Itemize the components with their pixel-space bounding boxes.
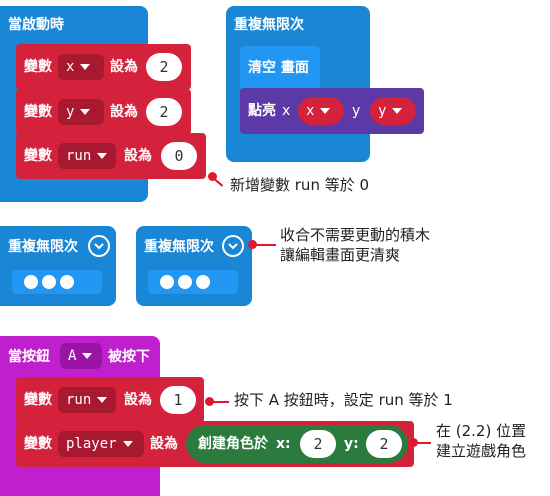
set-y-set-label: 設為 bbox=[110, 104, 138, 120]
var-dropdown-player[interactable]: player bbox=[58, 431, 144, 457]
annotation-create-line2: 建立遊戲角色 bbox=[436, 442, 527, 460]
var-dropdown-run-1[interactable]: run bbox=[58, 387, 116, 413]
chevron-down-icon bbox=[80, 109, 91, 115]
set-run-prefix: 變數 bbox=[24, 148, 52, 164]
var-dropdown-run-value: run bbox=[66, 148, 92, 164]
ellipsis-dot-icon bbox=[42, 275, 56, 289]
sprite-x-input[interactable]: 2 bbox=[300, 430, 336, 458]
set-player-set-label: 設為 bbox=[150, 436, 178, 452]
ellipsis-dot-icon bbox=[24, 275, 38, 289]
annotation-collapse-line1: 收合不需要更動的積木 bbox=[280, 226, 431, 244]
var-dropdown-y[interactable]: y bbox=[58, 99, 104, 125]
chevron-down-icon bbox=[320, 108, 331, 114]
clear-screen-label: 清空 畫面 bbox=[248, 60, 309, 76]
chevron-down-icon bbox=[392, 108, 403, 114]
chevron-down-icon bbox=[97, 397, 108, 403]
var-dropdown-y-value: y bbox=[66, 104, 75, 120]
on-button-suffix: 被按下 bbox=[108, 349, 150, 365]
ellipsis-dot-icon bbox=[60, 275, 74, 289]
var-dropdown-run[interactable]: run bbox=[58, 143, 116, 169]
var-dropdown-player-value: player bbox=[66, 436, 117, 452]
create-sprite-x-label: x: bbox=[276, 436, 291, 452]
annotation-press-a: 按下 A 按鈕時，設定 run 等於 1 bbox=[234, 391, 453, 409]
value-input-x[interactable]: 2 bbox=[146, 53, 182, 81]
expand-chevron-icon[interactable] bbox=[88, 235, 110, 257]
chevron-down-icon bbox=[122, 441, 133, 447]
var-dropdown-x[interactable]: x bbox=[58, 54, 104, 80]
on-start-label: 當啟動時 bbox=[8, 17, 64, 33]
value-input-run-1[interactable]: 1 bbox=[160, 386, 196, 414]
set-y-prefix: 變數 bbox=[24, 104, 52, 120]
expand-chevron-icon[interactable] bbox=[222, 235, 244, 257]
set-player-prefix: 變數 bbox=[24, 436, 52, 452]
chevron-down-icon bbox=[97, 153, 108, 159]
clear-screen-block[interactable] bbox=[240, 46, 320, 90]
var-dropdown-run-1-value: run bbox=[66, 392, 92, 408]
plot-x-label: x bbox=[282, 103, 291, 119]
annotation-collapse-line2: 讓編輯畫面更清爽 bbox=[280, 246, 401, 264]
on-button-prefix: 當按鈕 bbox=[8, 349, 50, 365]
set-x-set-label: 設為 bbox=[110, 59, 138, 75]
create-sprite-y-label: y: bbox=[344, 436, 359, 452]
chevron-down-icon bbox=[80, 64, 91, 70]
collapsed-block-1-label: 重複無限次 bbox=[8, 239, 78, 255]
plot-y-dropdown[interactable]: y bbox=[370, 97, 416, 125]
forever-label: 重複無限次 bbox=[234, 17, 304, 33]
chevron-down-icon bbox=[82, 353, 93, 359]
set-run-set-label: 設為 bbox=[124, 148, 152, 164]
ellipsis-dot-icon bbox=[178, 275, 192, 289]
plot-x-dropdown[interactable]: x bbox=[298, 97, 344, 125]
plot-x-value: x bbox=[306, 103, 315, 119]
annotation-add-run: 新增變數 run 等於 0 bbox=[230, 176, 370, 194]
set-x-prefix: 變數 bbox=[24, 59, 52, 75]
annotation-leader-line bbox=[413, 442, 431, 444]
annotation-leader-line bbox=[211, 176, 224, 187]
ellipsis-dot-icon bbox=[160, 275, 174, 289]
set-run-1-set-label: 設為 bbox=[124, 392, 152, 408]
annotation-leader-line bbox=[252, 244, 276, 246]
set-run-1-prefix: 變數 bbox=[24, 392, 52, 408]
annotation-leader-line bbox=[209, 401, 229, 403]
plot-label: 點亮 bbox=[248, 103, 276, 119]
button-dropdown-value: A bbox=[68, 348, 77, 364]
create-sprite-label: 創建角色於 bbox=[198, 436, 268, 452]
annotation-create-line1: 在 (2.2) 位置 bbox=[436, 422, 527, 440]
plot-y-value: y bbox=[378, 103, 387, 119]
plot-y-label: y bbox=[352, 103, 361, 119]
ellipsis-dot-icon bbox=[196, 275, 210, 289]
collapsed-block-2-label: 重複無限次 bbox=[144, 239, 214, 255]
var-dropdown-x-value: x bbox=[66, 59, 75, 75]
sprite-y-input[interactable]: 2 bbox=[366, 430, 402, 458]
value-input-y[interactable]: 2 bbox=[146, 98, 182, 126]
button-dropdown[interactable]: A bbox=[60, 343, 102, 369]
value-input-run[interactable]: 0 bbox=[161, 142, 197, 170]
